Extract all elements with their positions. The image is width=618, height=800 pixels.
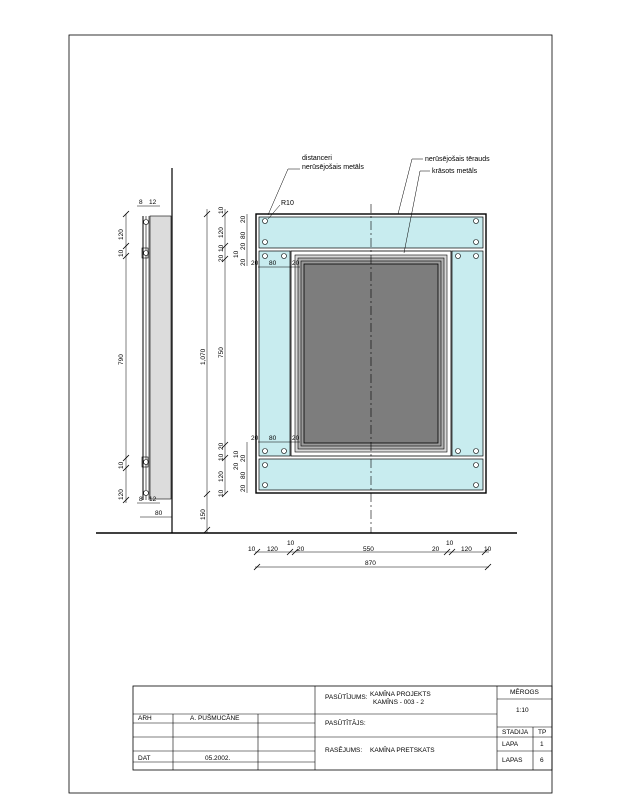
- bolt: [281, 253, 287, 259]
- inner-dim-a80: 80: [240, 231, 247, 239]
- bolt: [262, 482, 268, 488]
- tb-dat-value: 05.2002.: [205, 755, 230, 762]
- side-dim-top-b: 12: [149, 199, 157, 206]
- bottom-dim-120b: 120: [461, 546, 472, 553]
- bolt: [455, 448, 461, 454]
- bolt: [473, 448, 479, 454]
- inner-dim-a20c: 20: [240, 258, 247, 266]
- inner-dim-a10: 10: [233, 250, 240, 258]
- bolt: [262, 239, 268, 245]
- bolt: [262, 448, 268, 454]
- front-dim-10b: 10: [218, 244, 225, 252]
- front-dim-150: 150: [200, 509, 207, 520]
- sheet-border: [68, 34, 553, 794]
- side-view: 8 12 8 12 120 10 790 10 120 80: [118, 199, 172, 518]
- side-dim-bot-b: 12: [149, 496, 157, 503]
- bottom-dim-550: 550: [363, 546, 374, 553]
- inner-dim-20b: 20: [292, 260, 300, 267]
- tb-scale-value: 1:10: [516, 707, 529, 714]
- bolt: [281, 448, 287, 454]
- tb-drawing-value: KAMĪNA PRETSKATS: [370, 746, 435, 754]
- side-dim-120-bot: 120: [118, 489, 125, 500]
- side-dim-10-top: 10: [118, 249, 125, 257]
- front-dim-20a: 20: [218, 254, 225, 262]
- tb-orderer-label: PASŪTĪTĀJS:: [325, 719, 366, 727]
- glass-left: [258, 250, 291, 457]
- bolt: [262, 253, 268, 259]
- label-painted-metal: krāsots metāls: [432, 168, 478, 175]
- tb-dat-label: DAT: [138, 755, 151, 762]
- bottom-dim-10d: 10: [484, 546, 492, 553]
- front-dim-total-height: 1,070: [200, 348, 207, 365]
- side-dim-120-top: 120: [118, 229, 125, 240]
- tb-client-line1: KAMĪNA PROJEKTS: [370, 690, 431, 698]
- tb-stage-label: STADIJA: [502, 729, 529, 736]
- bolt: [455, 253, 461, 259]
- spacer-bolt: [143, 219, 149, 225]
- label-steel: nerūsējošais tērauds: [425, 156, 490, 163]
- inner-dim-b10: 10: [233, 450, 240, 458]
- glass-right: [451, 250, 484, 457]
- bottom-dim-120a: 120: [267, 546, 278, 553]
- tb-drawing-label: RASĒJUMS:: [325, 746, 362, 754]
- front-dim-20b: 20: [218, 442, 225, 450]
- tb-stage-value: TP: [538, 729, 546, 736]
- tb-scale-label: MĒROGS: [510, 688, 540, 696]
- spacer-bolt: [143, 490, 149, 496]
- label-spacers-material: nerūsējošais metāls: [302, 164, 364, 171]
- tb-sheet-value: 1: [540, 741, 544, 748]
- front-dim-10a: 10: [218, 206, 225, 214]
- bottom-dim-10c: 10: [446, 540, 454, 547]
- inner-dim-20c: 20: [251, 435, 259, 442]
- title-block: ARH A. PUŠMUCĀNE DAT 05.2002. PASŪTĪJUMS…: [132, 685, 553, 771]
- bolt: [473, 218, 479, 224]
- inner-dim-b20: 20: [240, 454, 247, 462]
- tb-sheets-label: LAPAS: [502, 757, 523, 764]
- bolt: [473, 239, 479, 245]
- inner-dim-80: 80: [269, 260, 277, 267]
- side-dim-80: 80: [155, 510, 163, 517]
- inner-dim-b20c: 20: [233, 462, 240, 470]
- bolt: [473, 253, 479, 259]
- spacer-bolt: [143, 250, 149, 256]
- front-dim-10d: 10: [218, 489, 225, 497]
- inner-dim-b20b: 20: [240, 484, 247, 492]
- inner-dim-b80: 80: [240, 471, 247, 479]
- spacer-bolt: [143, 459, 149, 465]
- tb-arh-label: ARH: [138, 715, 152, 722]
- inner-dim-20a: 20: [251, 260, 259, 267]
- tb-sheet-label: LAPA: [502, 741, 519, 748]
- side-dim-790: 790: [118, 354, 125, 365]
- bolt: [262, 218, 268, 224]
- tb-sheets-value: 6: [540, 757, 544, 764]
- tb-client-label: PASŪTĪJUMS:: [325, 693, 368, 701]
- bottom-dim-20b: 20: [432, 546, 440, 553]
- label-spacers: distanceri: [302, 155, 332, 162]
- front-dim-750: 750: [218, 347, 225, 358]
- bottom-dim-10b: 10: [287, 540, 295, 547]
- side-dim-top-a: 8: [139, 199, 143, 206]
- bolt: [262, 462, 268, 468]
- front-dim-120a: 120: [218, 227, 225, 238]
- inner-dim-a20: 20: [240, 215, 247, 223]
- bottom-dimensions: 10 120 10 20 550 20 10 120 10 870: [248, 540, 492, 571]
- tb-client-line2: KAMĪNS - 003 - 2: [373, 698, 424, 706]
- bottom-dim-10a: 10: [248, 546, 256, 553]
- label-radius: R10: [281, 200, 294, 207]
- front-dim-10c: 10: [218, 453, 225, 461]
- front-dim-120b: 120: [218, 471, 225, 482]
- inner-dim-a20b: 20: [240, 242, 247, 250]
- side-panel: [149, 215, 172, 500]
- side-dim-10-bot: 10: [118, 461, 125, 469]
- side-dim-bot-a: 8: [139, 496, 143, 503]
- bolt: [473, 462, 479, 468]
- bottom-dim-20a: 20: [297, 546, 305, 553]
- bolt: [473, 482, 479, 488]
- front-view: 20 80 20 20 80 20 20 80 20 10 20 20 80 2…: [200, 155, 490, 534]
- tb-arh-name: A. PUŠMUCĀNE: [190, 713, 240, 722]
- bottom-dim-total: 870: [365, 560, 376, 567]
- inner-dim-20d: 20: [292, 435, 300, 442]
- inner-dim-80b: 80: [269, 435, 277, 442]
